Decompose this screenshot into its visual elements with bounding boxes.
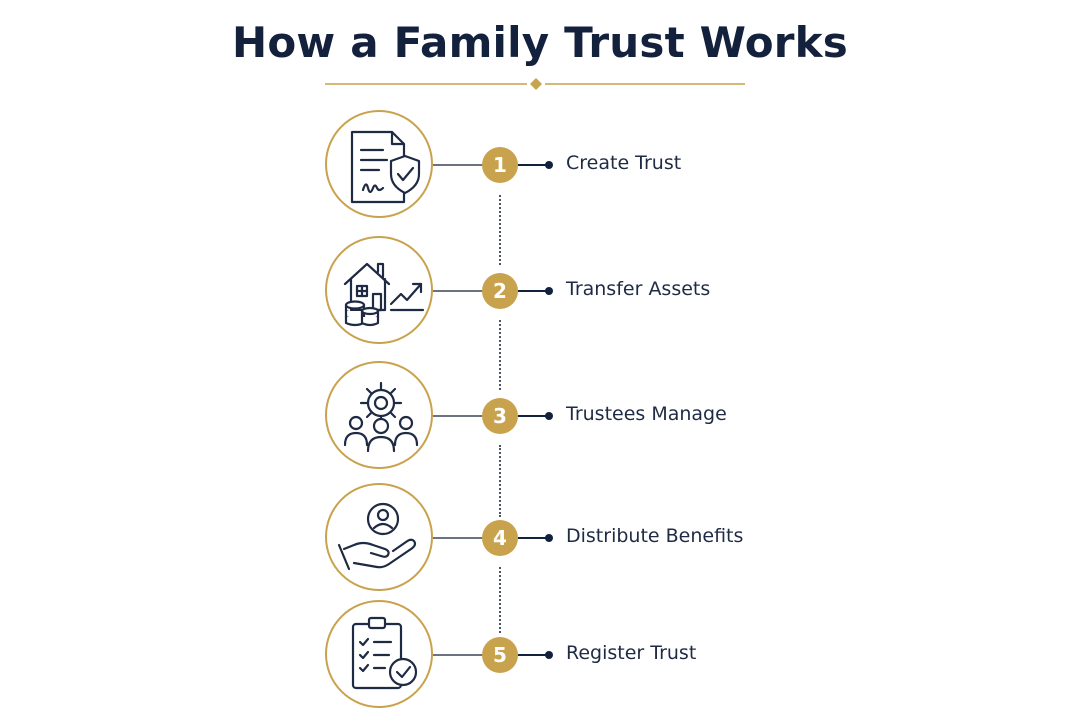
step-icon-circle: [325, 600, 433, 708]
timeline-dots: [499, 445, 501, 517]
step-label: Register Trust: [566, 642, 697, 664]
step-icon-circle: [325, 361, 433, 469]
connector-line: [433, 164, 483, 166]
pointer-line: [518, 290, 548, 292]
step-number-badge: 3: [482, 398, 518, 434]
step-label: Trustees Manage: [566, 403, 727, 425]
pointer-line: [518, 415, 548, 417]
document-shield-icon: [350, 130, 421, 204]
pointer-dot: [545, 651, 553, 659]
timeline-dots: [499, 567, 501, 633]
people-gear-icon: [343, 381, 419, 453]
step-icon-circle: [325, 110, 433, 218]
connector-line: [433, 654, 483, 656]
pointer-dot: [545, 412, 553, 420]
pointer-dot: [545, 534, 553, 542]
step-label: Create Trust: [566, 152, 682, 174]
step-number-badge: 1: [482, 147, 518, 183]
connector-line: [433, 290, 483, 292]
step-number-badge: 2: [482, 273, 518, 309]
clipboard-check-icon: [351, 616, 418, 690]
step-create-trust: 1 Create Trust: [0, 110, 1080, 220]
page-title: How a Family Trust Works: [232, 18, 848, 67]
step-icon-circle: [325, 236, 433, 344]
timeline-dots: [499, 195, 501, 265]
title-divider: [325, 78, 745, 90]
house-coins-growth-icon: [343, 262, 425, 327]
pointer-line: [518, 537, 548, 539]
step-label: Distribute Benefits: [566, 525, 744, 547]
pointer-line: [518, 164, 548, 166]
pointer-dot: [545, 287, 553, 295]
step-trustees-manage: 3 Trustees Manage: [0, 361, 1080, 471]
step-transfer-assets: 2 Transfer Assets: [0, 236, 1080, 346]
timeline-dots: [499, 320, 501, 390]
step-distribute-benefits: 4 Distribute Benefits: [0, 483, 1080, 593]
step-number-badge: 4: [482, 520, 518, 556]
step-label: Transfer Assets: [566, 278, 711, 300]
hand-person-icon: [337, 502, 417, 571]
step-icon-circle: [325, 483, 433, 591]
pointer-line: [518, 654, 548, 656]
connector-line: [433, 415, 483, 417]
step-register-trust: 5 Register Trust: [0, 600, 1080, 710]
connector-line: [433, 537, 483, 539]
step-number-badge: 5: [482, 637, 518, 673]
pointer-dot: [545, 161, 553, 169]
